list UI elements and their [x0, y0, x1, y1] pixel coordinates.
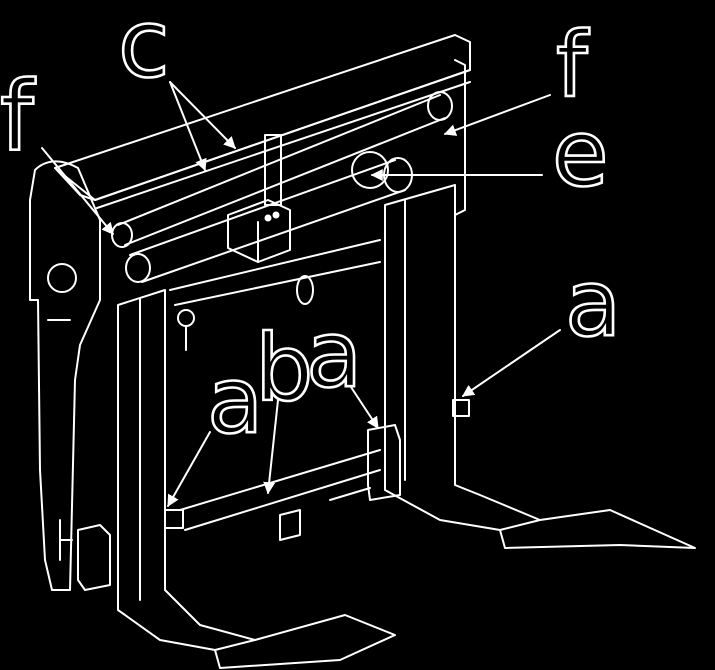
right-side-bracket: [454, 59, 466, 216]
label-a-mid: a: [306, 301, 362, 408]
label-e: e: [552, 100, 609, 207]
right-fork: [384, 184, 696, 549]
left-hook: [77, 524, 111, 591]
label-b: b: [255, 315, 313, 422]
label-a-center: a: [207, 347, 263, 454]
leader-lines: [41, 81, 561, 508]
reference-labels: c f f e a a b a: [0, 0, 623, 455]
label-c: c: [118, 0, 170, 99]
label-f-right: f: [556, 13, 590, 118]
label-a-right: a: [565, 250, 621, 357]
lower-cross-bar: [169, 239, 381, 351]
upper-shaft: [111, 91, 453, 248]
left-side-plate: [29, 160, 101, 591]
right-hook: [367, 424, 401, 501]
left-fork: [117, 289, 396, 669]
bottom-cross-bar: [179, 449, 381, 541]
central-clamp-block: [227, 134, 291, 263]
label-f-left: f: [0, 61, 36, 173]
